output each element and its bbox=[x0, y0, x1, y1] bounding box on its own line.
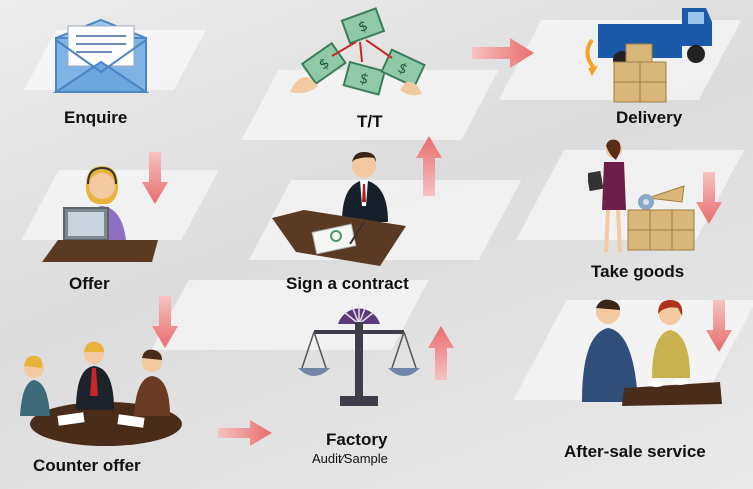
step-label-offer: Offer bbox=[69, 274, 110, 293]
arrow-down-icon bbox=[706, 300, 732, 352]
arrow-down-icon bbox=[696, 172, 722, 224]
svg-text:$: $ bbox=[358, 70, 371, 88]
envelope-icon bbox=[52, 18, 150, 93]
operator-at-computer-icon bbox=[42, 166, 158, 262]
arrow-up-icon bbox=[416, 136, 442, 196]
step-label-tt: T/T bbox=[357, 112, 383, 131]
step-label-enquire: Enquire bbox=[64, 108, 128, 127]
arrow-right-icon bbox=[218, 420, 272, 446]
step-sublabel-factory: Audit⁄Sample bbox=[312, 451, 388, 466]
step-label-after-sale: After-sale service bbox=[564, 442, 706, 461]
money-transfer-icon: $ $ $ $ bbox=[290, 7, 426, 96]
after-sale-service-icon bbox=[582, 299, 722, 406]
balance-scale-icon bbox=[298, 304, 420, 406]
meeting-table-icon bbox=[20, 341, 182, 446]
arrow-down-icon bbox=[152, 296, 178, 348]
step-label-take-goods: Take goods bbox=[591, 262, 685, 281]
take-goods-icon bbox=[588, 139, 695, 253]
arrow-down-icon bbox=[142, 152, 168, 204]
step-label-factory: Factory bbox=[326, 430, 388, 449]
step-label-delivery: Delivery bbox=[616, 108, 683, 127]
step-label-counter-offer: Counter offer bbox=[33, 456, 141, 475]
arrow-right-icon bbox=[472, 38, 534, 68]
step-label-sign-contract: Sign a contract bbox=[286, 274, 409, 293]
signing-contract-icon bbox=[272, 152, 406, 266]
delivery-truck-icon bbox=[585, 8, 712, 103]
arrow-up-icon bbox=[428, 326, 454, 380]
